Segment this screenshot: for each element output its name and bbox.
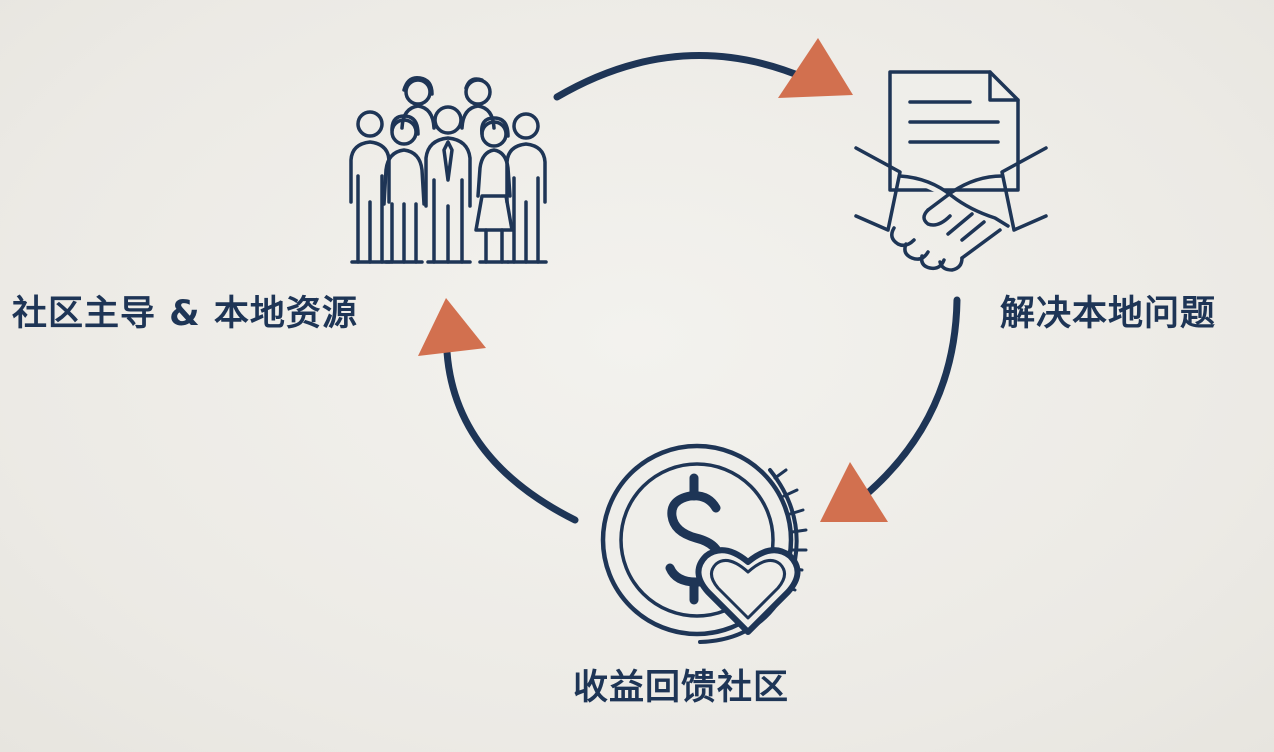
- arrowhead-right: [820, 462, 888, 522]
- arc-right: [858, 296, 961, 502]
- handshake-document-icon: [854, 70, 1048, 272]
- label-returns-to-community: 收益回馈社区: [573, 668, 790, 708]
- arc-top: [553, 52, 809, 101]
- arc-left: [443, 348, 579, 524]
- label-community-led: 社区主导 & 本地资源: [12, 294, 358, 334]
- arrowhead-left: [418, 298, 486, 356]
- community-people-icon: [349, 76, 548, 264]
- arrowheads: [418, 38, 888, 522]
- label-solve-local-problems: 解决本地问题: [1000, 294, 1217, 334]
- coin-heart-icon: [600, 443, 808, 644]
- arrowhead-top: [778, 38, 853, 98]
- cycle-arrows: [443, 52, 961, 524]
